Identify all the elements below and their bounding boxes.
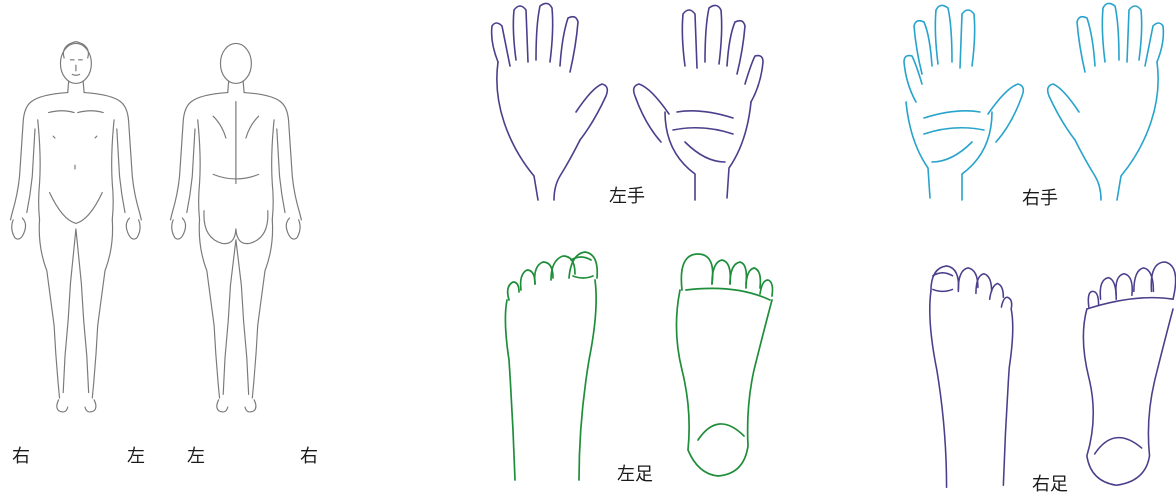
right-foot-top-icon <box>918 262 1028 497</box>
left-hand-label: 左手 <box>609 188 645 206</box>
left-hand-back-icon <box>480 2 620 202</box>
left-foot-sole-icon <box>668 250 778 490</box>
right-hand-label: 右手 <box>1022 190 1058 208</box>
left-foot-top-icon <box>497 250 607 490</box>
body-front-figure <box>0 38 170 438</box>
right-foot-label: 右足 <box>1032 476 1068 494</box>
body-back-left-label: 左 <box>187 448 205 466</box>
right-hand-palm-icon <box>892 2 1032 202</box>
body-front-left-label: 左 <box>127 448 145 466</box>
right-foot-sole-icon <box>1072 262 1176 497</box>
left-hand-palm-icon <box>625 2 765 202</box>
left-foot-label: 左足 <box>617 466 653 484</box>
body-back-right-label: 右 <box>300 448 318 466</box>
body-front-right-label: 右 <box>12 448 30 466</box>
right-hand-back-icon <box>1035 2 1175 202</box>
body-back-figure <box>160 38 330 438</box>
